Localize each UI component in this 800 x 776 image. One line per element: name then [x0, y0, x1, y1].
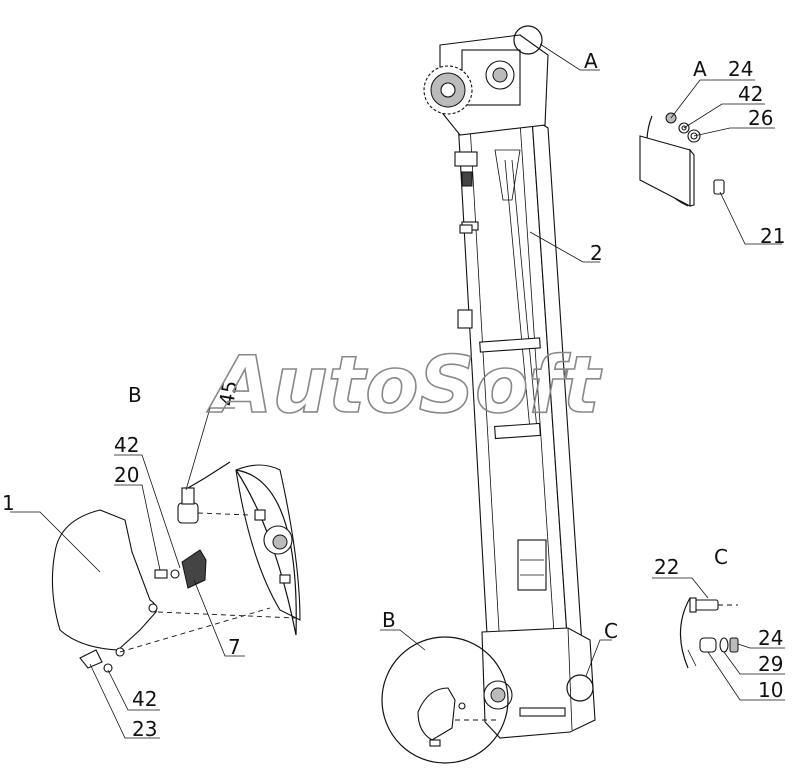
- detail-c: [566, 597, 739, 702]
- detail-a: [639, 112, 725, 207]
- view-label-a-main: A: [584, 49, 598, 73]
- view-label-b-main: B: [382, 608, 396, 632]
- callout-42-a: 42: [738, 82, 763, 106]
- callout-23: 23: [132, 717, 157, 741]
- callout-42-b: 42: [114, 433, 139, 457]
- callout-22: 22: [654, 555, 679, 579]
- callout-29: 29: [758, 652, 783, 676]
- leader-lines: [10, 43, 785, 739]
- callout-10: 10: [758, 678, 783, 702]
- detail-b-inset: [381, 636, 509, 764]
- view-label-a-detail: A: [693, 57, 707, 81]
- callout-45: 45: [214, 379, 242, 408]
- callout-20: 20: [114, 463, 139, 487]
- view-label-c-main: C: [604, 619, 618, 643]
- callout-21: 21: [760, 224, 785, 248]
- callout-42-c: 42: [132, 687, 157, 711]
- callout-26: 26: [748, 106, 773, 130]
- callout-1: 1: [2, 491, 15, 515]
- view-label-b-detail: B: [128, 383, 142, 407]
- callout-2: 2: [590, 241, 603, 265]
- boom-assembly: [423, 25, 596, 739]
- callout-24-a: 24: [728, 57, 753, 81]
- callout-7: 7: [228, 635, 241, 659]
- detail-b: [51, 461, 301, 673]
- labels: A A B B C C 2 24 42 26 21 45 42 20 1 7 4…: [2, 49, 785, 741]
- callout-24-c: 24: [758, 626, 783, 650]
- view-label-c-detail: C: [714, 545, 728, 569]
- watermark: AutoSoft: [206, 341, 602, 431]
